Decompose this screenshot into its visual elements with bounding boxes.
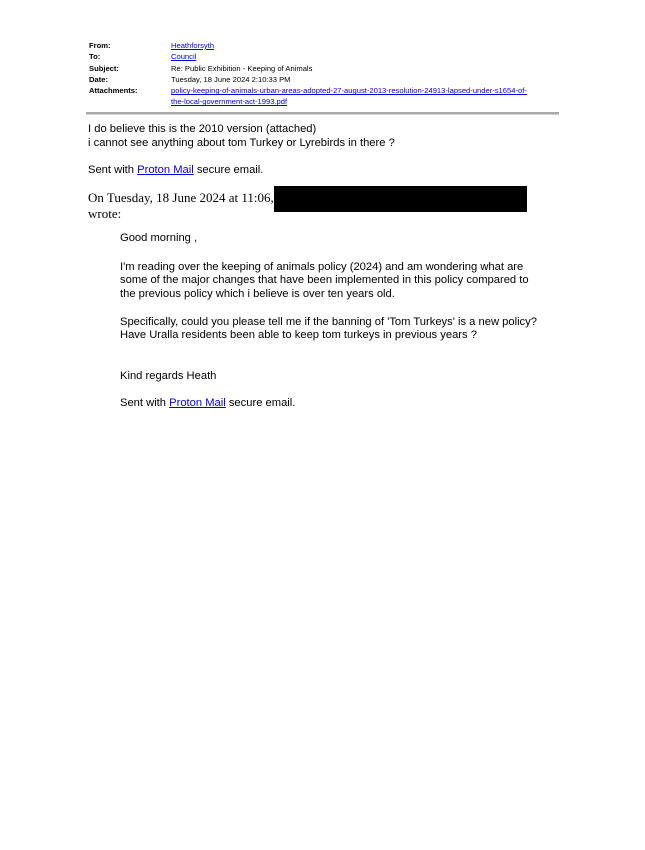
date-value: Tuesday, 18 June 2024 2:10:33 PM	[171, 74, 291, 84]
email-header: From: Heathforsyth To: Council Subject: …	[89, 40, 559, 108]
from-label: From:	[89, 41, 111, 50]
sent-prefix: Sent with	[88, 164, 138, 176]
redaction-box	[274, 186, 527, 212]
attachments-row: Attachments: policy-keeping-of-animals-u…	[89, 85, 559, 108]
quoted-paragraph-2: Specifically, could you please tell me i…	[120, 316, 540, 343]
from-link[interactable]: Heathforsyth	[171, 41, 215, 50]
quoted-sent-prefix: Sent with	[120, 397, 170, 409]
reply-signature: Sent with Proton Mail secure email.	[88, 163, 263, 177]
attachment-link-line1[interactable]: policy-keeping-of-animals-urban-areas-ad…	[171, 86, 527, 96]
quoted-signature: Sent with Proton Mail secure email.	[120, 397, 295, 410]
proton-mail-link[interactable]: Proton Mail	[137, 164, 194, 176]
reply-line-2: i cannot see anything about tom Turkey o…	[88, 137, 395, 150]
quoted-sent-suffix: secure email.	[225, 397, 296, 409]
quoted-proton-mail-link[interactable]: Proton Mail	[169, 397, 226, 409]
attachments-label: Attachments:	[89, 86, 138, 96]
from-row: From: Heathforsyth	[89, 40, 559, 51]
quoted-question-2: Have Uralla residents been able to keep …	[120, 329, 477, 342]
to-row: To: Council	[89, 51, 559, 62]
quoted-paragraph-1: I'm reading over the keeping of animals …	[120, 261, 529, 300]
quote-attribution-line1: On Tuesday, 18 June 2024 at 11:06,	[88, 190, 274, 205]
subject-value: Re: Public Exhibition - Keeping of Anima…	[171, 63, 313, 73]
to-link[interactable]: Council	[171, 52, 197, 62]
date-label: Date:	[89, 74, 108, 84]
subject-label: Subject:	[89, 63, 119, 73]
reply-body: I do believe this is the 2010 version (a…	[88, 122, 568, 150]
attachment-link-line2[interactable]: the-local-government-act-1993.pdf	[171, 97, 288, 107]
date-row: Date: Tuesday, 18 June 2024 2:10:33 PM	[89, 74, 559, 85]
subject-row: Subject: Re: Public Exhibition - Keeping…	[89, 63, 559, 74]
quoted-question-1: Specifically, could you please tell me i…	[120, 316, 537, 328]
quote-attribution: On Tuesday, 18 June 2024 at 11:06, wrote…	[88, 190, 528, 222]
sent-suffix: secure email.	[193, 164, 264, 176]
quote-attribution-line2: wrote:	[88, 206, 122, 221]
to-label: To:	[89, 52, 101, 62]
reply-line-1: I do believe this is the 2010 version (a…	[88, 123, 317, 135]
quoted-signoff: Kind regards Heath	[120, 370, 217, 382]
attachment-link[interactable]: policy-keeping-of-animals-urban-areas-ad…	[171, 85, 559, 108]
quoted-greeting: Good morning ,	[120, 232, 198, 244]
header-divider	[86, 112, 559, 115]
